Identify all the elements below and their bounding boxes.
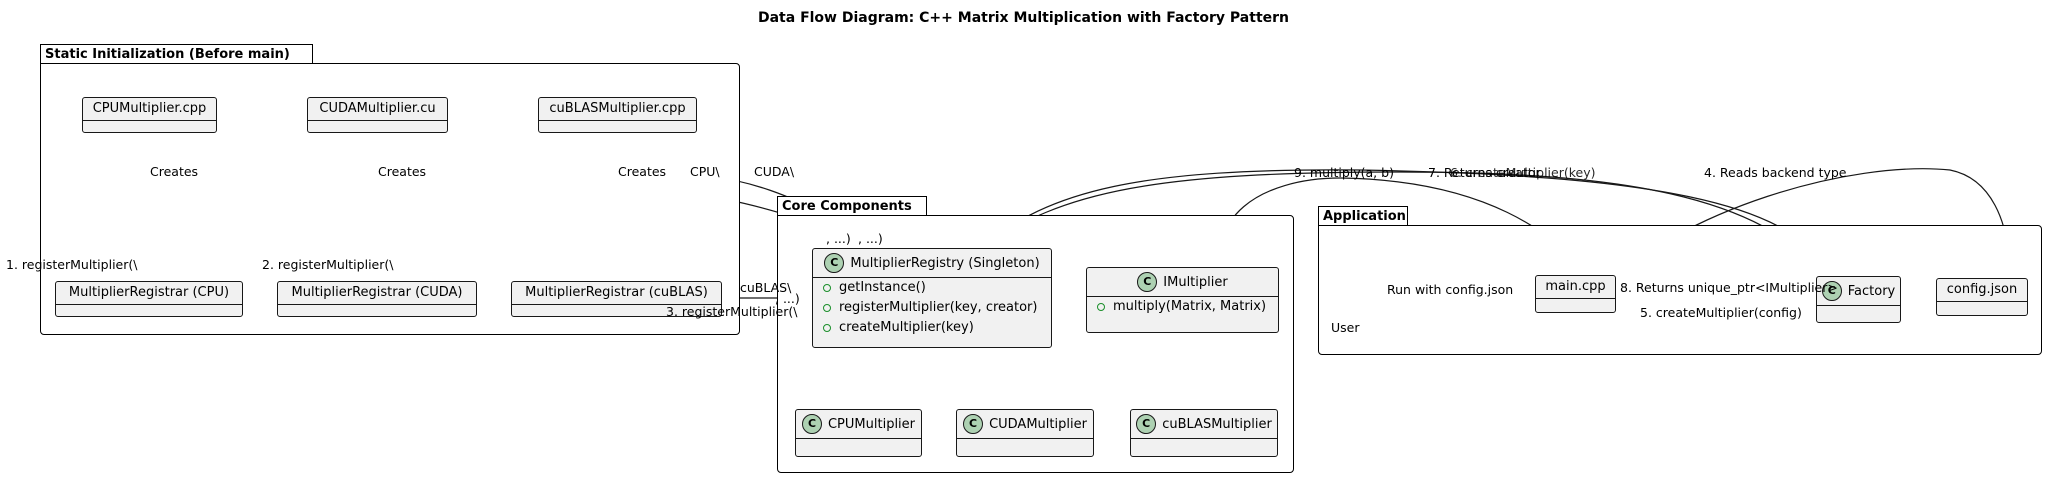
package-core-tab: Core Components — [777, 196, 927, 216]
edge-label-creates-cuda: Creates — [378, 164, 427, 179]
registry-method: createMultiplier(key) — [813, 318, 1051, 338]
package-static-label: Static Initialization (Before main) — [45, 47, 290, 62]
class-factory: C Factory — [1816, 276, 1901, 323]
factory-name: Factory — [1847, 283, 1896, 299]
edge-label-cuda-tag: CUDA\ — [754, 164, 795, 179]
class-icon: C — [1821, 281, 1842, 301]
class-cpu-multiplier: C CPUMultiplier — [795, 409, 922, 457]
edge-label-create-by-key: 6. createMultiplier(key) — [1450, 165, 1596, 180]
package-application-tab: Application — [1318, 206, 1408, 226]
edge-registry-factory — [979, 171, 1829, 279]
registry-name: MultiplierRegistry (Singleton) — [850, 255, 1040, 271]
node-cpu-registrar-label: MultiplierRegistrar (CPU) — [56, 282, 242, 305]
class-icon: C — [963, 414, 984, 434]
node-config-json-label: config.json — [1937, 279, 2027, 302]
edge-label-continuation-1: , ...) — [826, 231, 851, 246]
node-cuda-source-label: CUDAMultiplier.cu — [308, 98, 447, 121]
edge-label-multiply: 9. multiply(a, b) — [1294, 165, 1394, 180]
node-cuda-registrar-label: MultiplierRegistrar (CUDA) — [278, 282, 476, 305]
node-main-cpp-label: main.cpp — [1536, 276, 1615, 299]
diagram-title: Data Flow Diagram: C++ Matrix Multiplica… — [757, 10, 1289, 26]
node-cpu-source: CPUMultiplier.cpp — [82, 97, 217, 133]
edge-factory-registry — [979, 169, 1831, 279]
package-application-label: Application — [1323, 209, 1406, 224]
edge-label-register-3: 3. registerMultiplier(\ — [666, 304, 798, 319]
edge-label-creates-cpu: Creates — [150, 164, 199, 179]
class-multiplier-registry: C MultiplierRegistry (Singleton) getInsta… — [812, 248, 1052, 348]
edge-label-register-2: 2. registerMultiplier(\ — [262, 257, 394, 272]
cpu-multiplier-name: CPUMultiplier — [827, 416, 916, 432]
package-application — [1318, 225, 2042, 355]
class-imultiplier: C IMultiplier multiply(Matrix, Matrix) — [1086, 267, 1279, 333]
class-icon: C — [801, 414, 822, 434]
edge-label-reads-config: 4. Reads backend type — [1704, 165, 1847, 180]
node-cublas-registrar: MultiplierRegistrar (cuBLAS) — [511, 281, 722, 317]
cuda-multiplier-name: CUDAMultiplier — [989, 416, 1087, 432]
class-icon: C — [824, 253, 845, 273]
edge-label-cpu-tag: CPU\ — [690, 164, 720, 179]
cublas-multiplier-name: cuBLASMultiplier — [1162, 416, 1272, 432]
package-static-tab: Static Initialization (Before main) — [40, 44, 313, 64]
node-cublas-source: cuBLASMultiplier.cpp — [538, 97, 697, 133]
edge-label-create-multiplier: 5. createMultiplier(config) — [1640, 305, 1802, 320]
edge-label-cublas-tag: cuBLAS\ — [740, 280, 792, 295]
imultiplier-method: multiply(Matrix, Matrix) — [1087, 297, 1278, 317]
node-cpu-source-label: CPUMultiplier.cpp — [83, 98, 216, 121]
node-cublas-registrar-label: MultiplierRegistrar (cuBLAS) — [512, 282, 721, 305]
node-config-json: config.json — [1936, 278, 2028, 316]
package-core-label: Core Components — [782, 199, 912, 214]
edge-label-continuation-2: , ...) — [858, 231, 883, 246]
class-icon: C — [1137, 272, 1158, 292]
edge-label-returns-ptr: 8. Returns unique_ptr<IMultiplier> — [1620, 280, 1838, 295]
registry-method: getInstance() — [813, 278, 1051, 298]
class-cuda-multiplier: C CUDAMultiplier — [956, 409, 1094, 457]
node-cuda-registrar: MultiplierRegistrar (CUDA) — [277, 281, 477, 317]
class-icon: C — [1136, 414, 1157, 434]
edge-label-register-1: 1. registerMultiplier(\ — [6, 257, 138, 272]
edge-label-run: Run with config.json — [1387, 282, 1514, 297]
edge-label-creates-cublas: Creates — [618, 164, 667, 179]
user-actor-label: User — [1331, 320, 1360, 335]
edge-label-returns-creator: 7. Returns creator — [1428, 165, 1541, 180]
node-main-cpp: main.cpp — [1535, 275, 1616, 313]
node-cublas-source-label: cuBLASMultiplier.cpp — [539, 98, 696, 121]
node-cpu-registrar: MultiplierRegistrar (CPU) — [55, 281, 243, 317]
node-cuda-source: CUDAMultiplier.cu — [307, 97, 448, 133]
edge-label-continuation-3: , ...) — [775, 291, 800, 306]
imultiplier-name: IMultiplier — [1163, 274, 1228, 290]
registry-method: registerMultiplier(key, creator) — [813, 298, 1051, 318]
